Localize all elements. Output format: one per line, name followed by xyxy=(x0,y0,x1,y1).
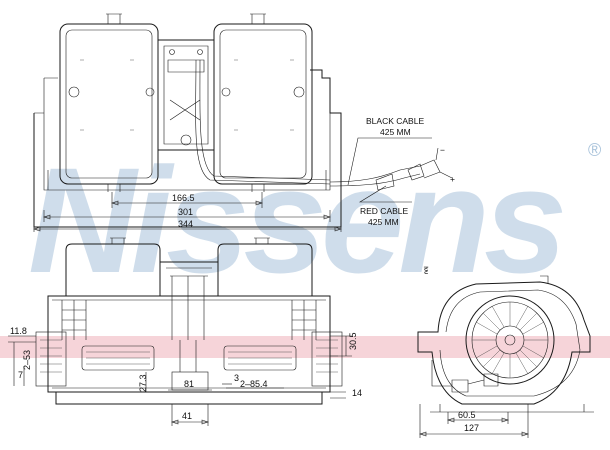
dim-27-3: 27.3 xyxy=(138,374,148,392)
dim-41: 41 xyxy=(182,411,192,421)
dim-344: 344 xyxy=(178,219,193,229)
dim-11-8: 11.8 xyxy=(10,326,27,336)
front-view: 11.8 2–53 7 30.5 14 27.3 81 3 2–85.4 41 xyxy=(8,237,362,426)
side-view: ट्ट 60.5 127 xyxy=(417,264,594,438)
fan-wheel xyxy=(465,295,555,385)
dim-2-85-4: 2–85.4 xyxy=(240,379,268,389)
dim-14: 14 xyxy=(352,388,362,398)
dim-30-5: 30.5 xyxy=(348,332,358,350)
side-top-note: ट्ट xyxy=(423,264,429,274)
dim-301: 301 xyxy=(178,207,193,217)
dim-3: 3 xyxy=(234,373,239,383)
red-cable-label: RED CABLE xyxy=(360,206,409,216)
dim-81: 81 xyxy=(184,379,194,389)
cable-negative-sign: − xyxy=(440,145,445,155)
watermark-registered-mark: ® xyxy=(588,140,601,160)
dim-2-53: 2–53 xyxy=(22,350,32,370)
red-cable-length: 425 MM xyxy=(368,217,399,227)
dim-7: 7 xyxy=(18,370,23,380)
black-cable-length: 425 MM xyxy=(380,127,411,137)
cable-positive-sign: + xyxy=(450,174,455,184)
dim-127: 127 xyxy=(464,423,479,433)
highlight-band xyxy=(0,336,610,358)
dim-166-5: 166.5 xyxy=(172,193,195,203)
watermark-brand: Nissens xyxy=(28,136,563,304)
top-view: − + BLACK CABLE 425 MM RED CABLE 425 MM … xyxy=(33,13,455,232)
dim-60-5: 60.5 xyxy=(458,410,476,420)
black-cable-label: BLACK CABLE xyxy=(366,116,424,126)
